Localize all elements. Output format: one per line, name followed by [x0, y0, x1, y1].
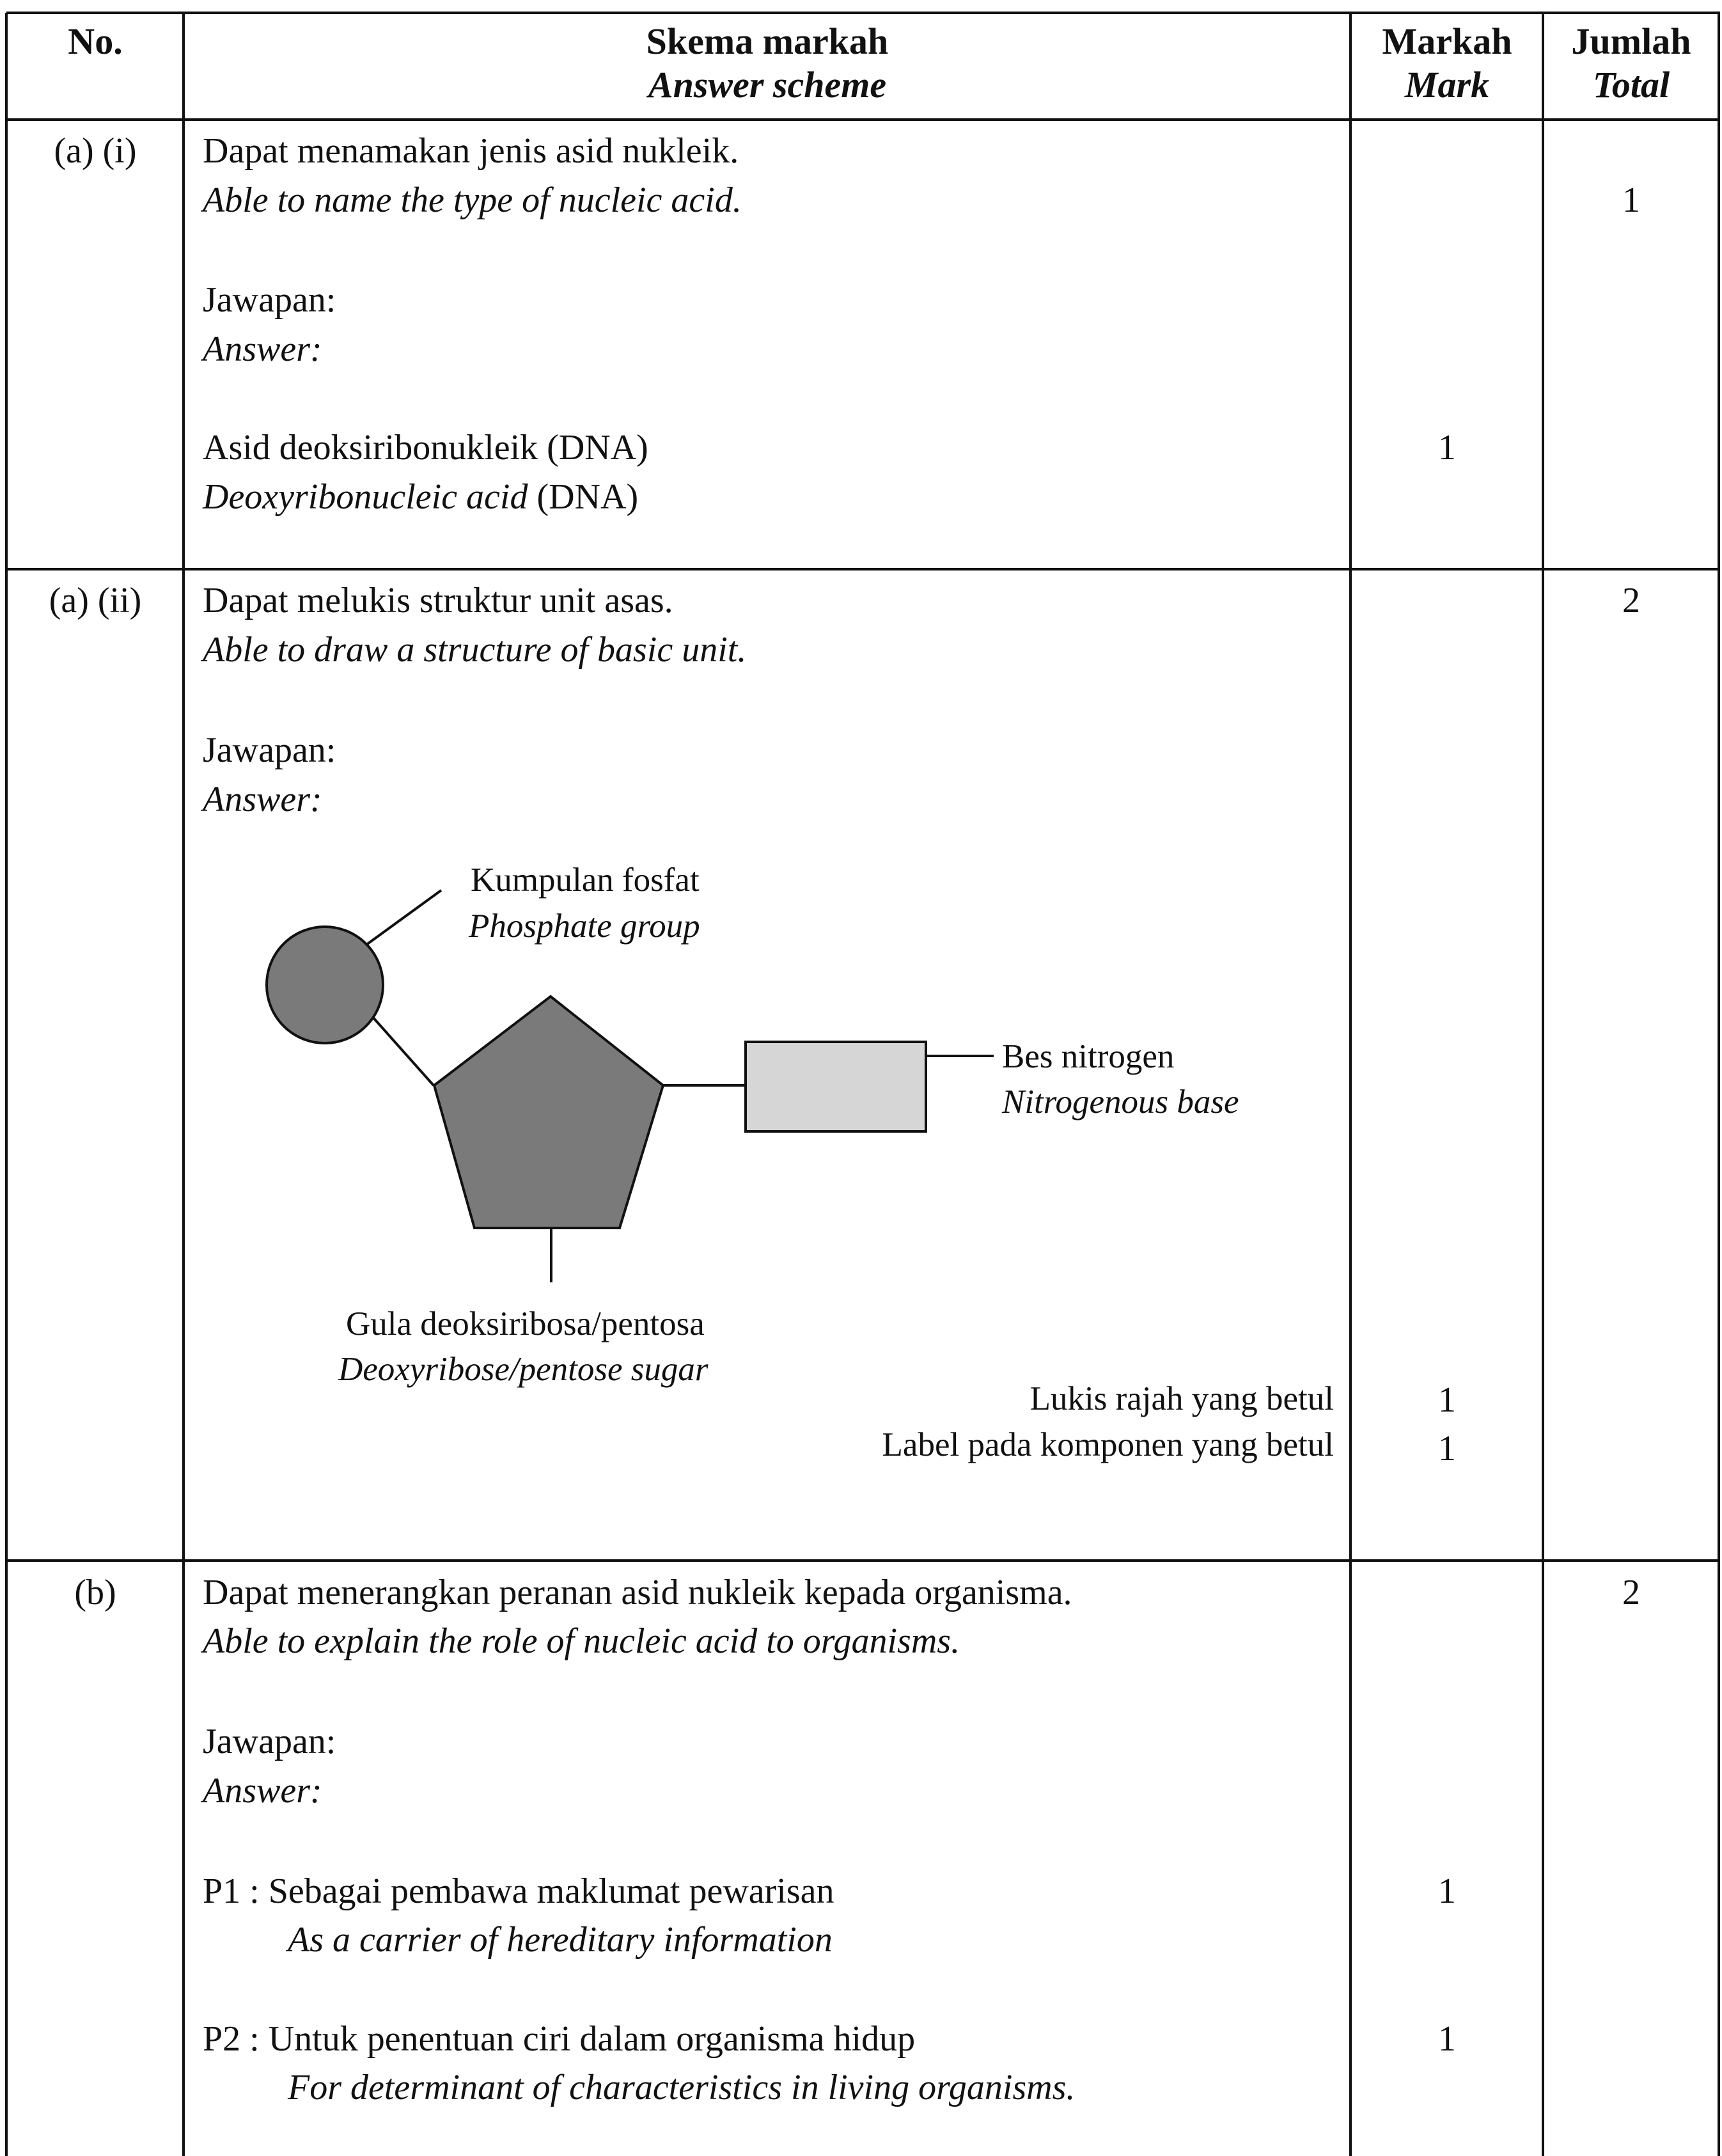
row-b-point-2-en: For determinant of characteristics in li…: [288, 2068, 1076, 2107]
row-b-point-2-ms: P2 : Untuk penentuan ciri dalam organism…: [203, 2019, 916, 2059]
row-b-criterion-en: Able to explain the role of nucleic acid…: [203, 1621, 960, 1661]
header-total-ms: Jumlah: [1571, 20, 1691, 62]
criteria-draw-text: Lukis rajah yang betul: [1029, 1380, 1334, 1417]
phosphate-label-en: Phosphate group: [469, 908, 700, 945]
row-a-i-number: (a) (i): [54, 131, 137, 171]
row-b-answer-ms: Jawapan:: [203, 1722, 336, 1761]
row-b-point-1-ms: P1 : Sebagai pembawa maklumat pewarisan: [203, 1871, 834, 1911]
row-a-i-point-ms: Asid deoksiribonukleik (DNA): [203, 428, 648, 468]
row-a-ii-answer-ms: Jawapan:: [203, 730, 336, 770]
base-label-ms: Bes nitrogen: [1002, 1038, 1175, 1075]
sugar-label-ms: Gula deoksiribosa/pentosa: [346, 1305, 705, 1342]
row-a-i-point-en-rest: (DNA): [528, 477, 639, 517]
row-b-point-1-mark: 1: [1438, 1871, 1456, 1911]
header-mark-ms: Markah: [1382, 20, 1512, 62]
row-a-i-criterion-en: Able to name the type of nucleic acid.: [203, 180, 742, 220]
header-mark-en: Mark: [1404, 64, 1490, 106]
row-a-i-total: 1: [1622, 180, 1640, 220]
pentose-sugar-pentagon: [432, 995, 665, 1229]
nitrogenous-base-rectangle: [744, 1041, 927, 1133]
row-b-point-1-en: As a carrier of hereditary information: [288, 1920, 833, 1960]
criteria-draw-mark: 1: [1438, 1380, 1456, 1420]
row-a-i-point-en: Deoxyribonucleic acid (DNA): [203, 479, 638, 515]
row-a-ii-number: (a) (ii): [49, 581, 142, 620]
sugar-label-en: Deoxyribose/pentose sugar: [338, 1351, 708, 1388]
row-a-ii-criterion-ms: Dapat melukis struktur unit asas.: [203, 581, 673, 620]
row-a-ii-total: 2: [1622, 581, 1640, 620]
row-a-i-answer-en: Answer:: [203, 329, 322, 369]
phosphate-group-circle: [265, 925, 384, 1044]
header-scheme-en: Answer scheme: [648, 64, 887, 106]
row-a-ii-criterion-en: Able to draw a structure of basic unit.: [203, 630, 747, 670]
header-scheme-ms: Skema markah: [646, 20, 889, 62]
row-a-ii-answer-en: Answer:: [203, 780, 322, 819]
phosphate-label-ms: Kumpulan fosfat: [471, 862, 700, 899]
row-a-i-answer-ms: Jawapan:: [203, 280, 336, 320]
row-a-i-point-en-italic: Deoxyribonucleic acid: [203, 477, 528, 517]
row-a-i-criterion-ms: Dapat menamakan jenis asid nukleik.: [203, 131, 739, 171]
criteria-label-mark: 1: [1438, 1429, 1456, 1468]
base-label-en: Nitrogenous base: [1002, 1083, 1239, 1121]
row-a-i-point-mark: 1: [1438, 428, 1456, 468]
phosphate-sugar-bond: [364, 1008, 435, 1087]
row-b-answer-en: Answer:: [203, 1771, 322, 1811]
row-b-total: 2: [1622, 1573, 1640, 1612]
phosphate-label-leader: [363, 889, 442, 948]
row-b-number: (b): [74, 1573, 116, 1612]
row-b-criterion-ms: Dapat menerangkan peranan asid nukleik k…: [203, 1573, 1072, 1612]
row-b-point-2-mark: 1: [1438, 2019, 1456, 2059]
criteria-label-text: Label pada komponen yang betul: [882, 1426, 1334, 1463]
header-no: No.: [68, 20, 123, 62]
header-total-en: Total: [1592, 64, 1670, 106]
